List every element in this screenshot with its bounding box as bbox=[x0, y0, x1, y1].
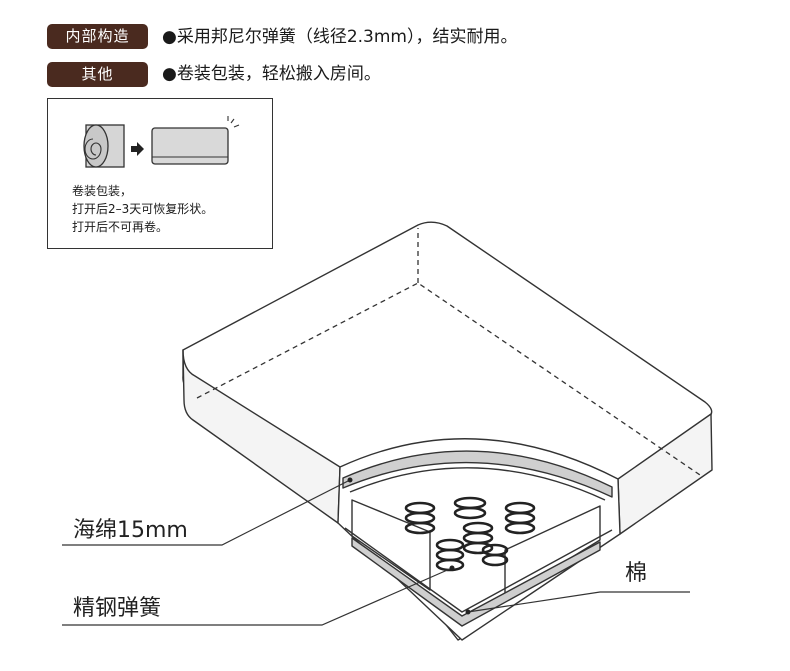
sponge-label: 海绵15mm bbox=[73, 512, 188, 544]
cotton-label: 棉 bbox=[625, 555, 647, 587]
sponge-pointer-dot bbox=[348, 478, 353, 483]
cotton-pointer-dot bbox=[466, 610, 471, 615]
spring-label: 精钢弹簧 bbox=[73, 590, 161, 622]
spring-pointer-dot bbox=[450, 566, 455, 571]
